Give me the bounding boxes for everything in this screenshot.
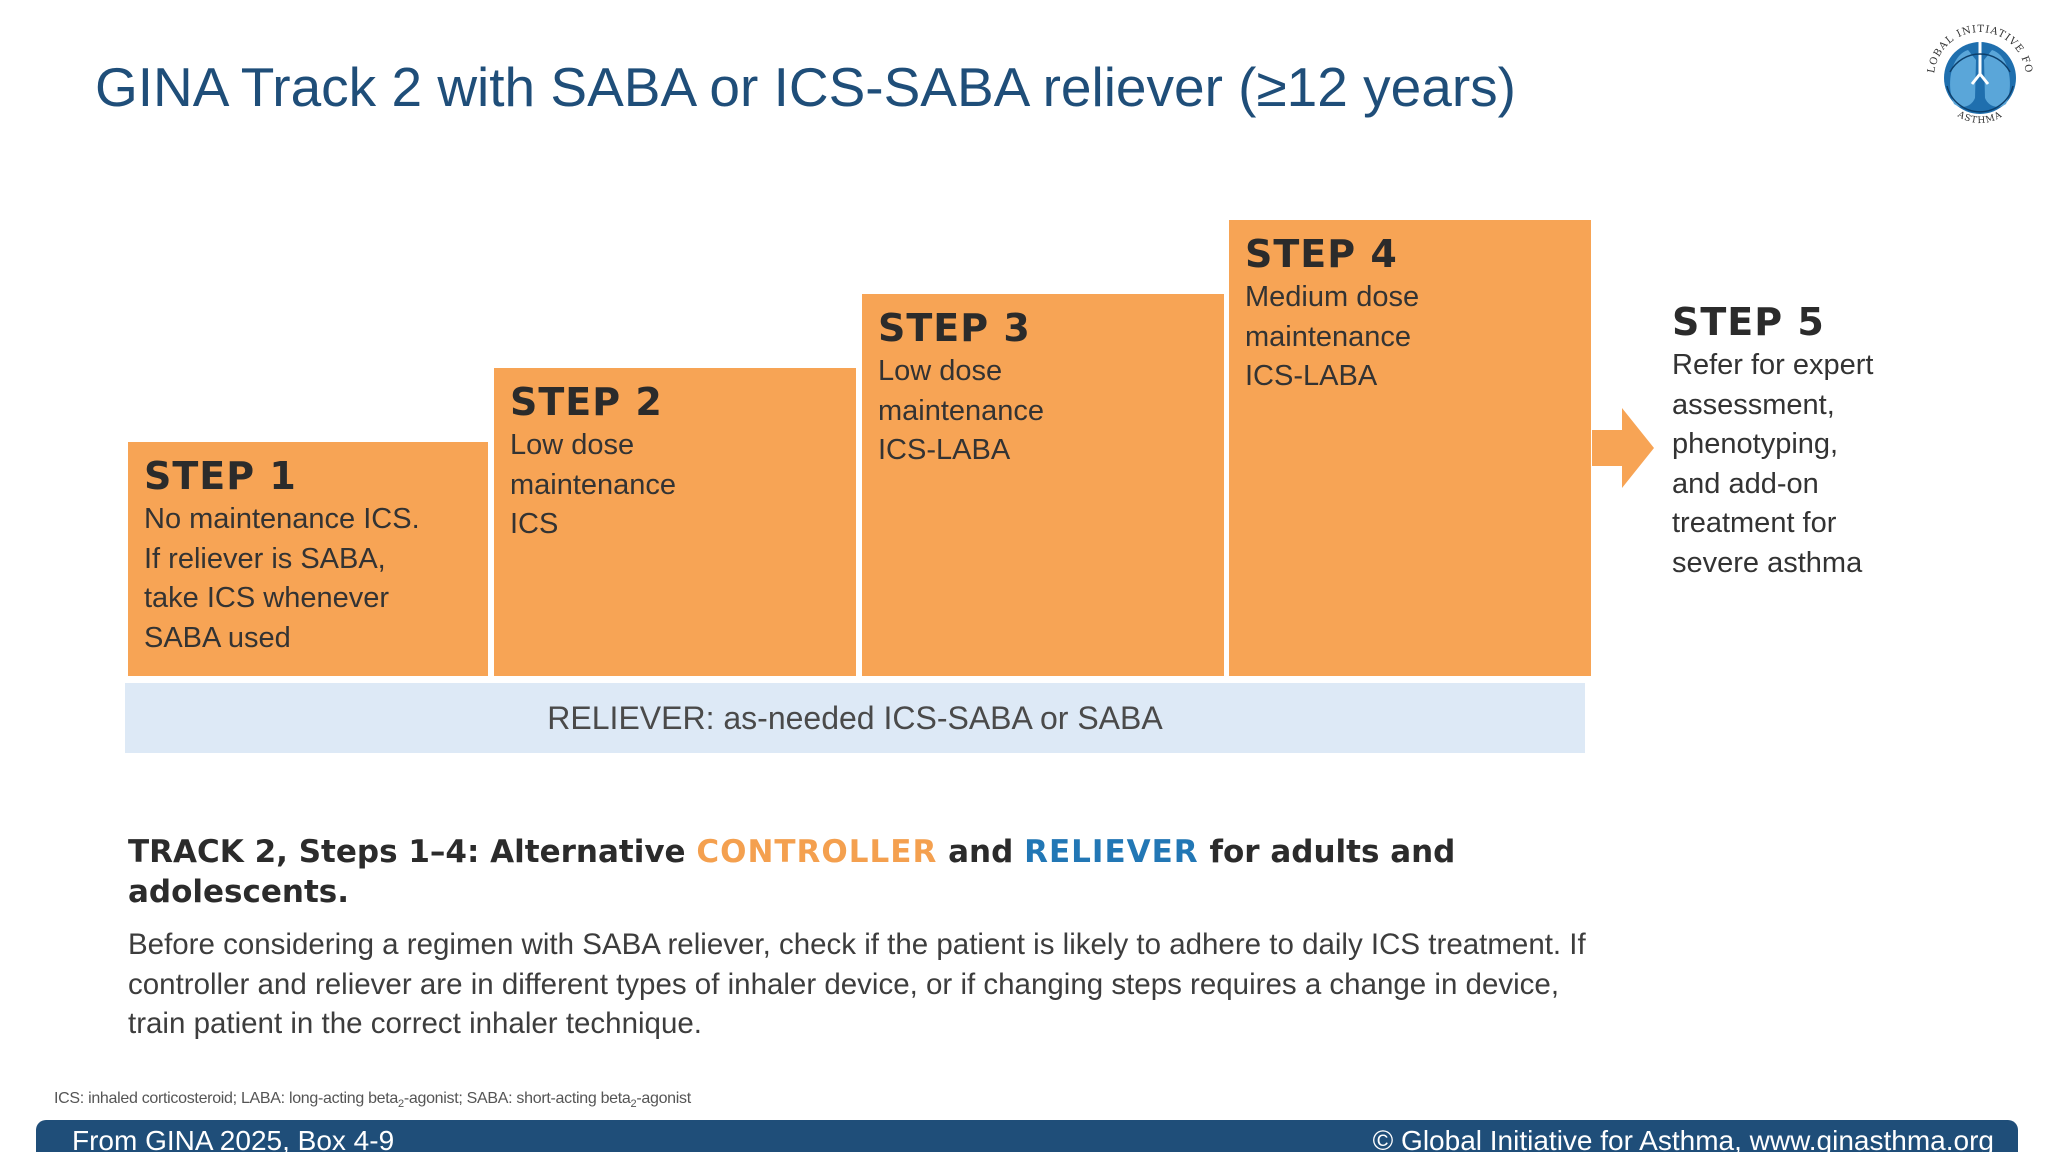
- step-3-line-1: Low dose: [878, 355, 1003, 387]
- track-heading-middle: and: [937, 834, 1025, 870]
- step-5-line-3: phenotyping,: [1672, 428, 1839, 460]
- step-3-box: STEP 3 Low dose maintenance ICS-LABA: [862, 294, 1224, 676]
- step-2-line-1: Low dose: [510, 429, 635, 461]
- track-heading-prefix: TRACK 2, Steps 1–4: Alternative: [128, 834, 697, 870]
- footnote-part-2: -agonist; SABA: short-acting beta: [403, 1090, 631, 1107]
- step-5-line-2: assessment,: [1672, 388, 1835, 421]
- step-2-line-3: ICS: [510, 508, 559, 540]
- track-heading: TRACK 2, Steps 1–4: Alternative CONTROLL…: [128, 832, 1528, 912]
- step-5-block: STEP 5 Refer for expert assessment, phen…: [1672, 300, 2012, 583]
- step-4-line-3: ICS-LABA: [1245, 360, 1378, 392]
- step-1-heading: STEP 1: [144, 454, 297, 498]
- step-2-box: STEP 2 Low dose maintenance ICS: [494, 368, 856, 676]
- track-body-text: Before considering a regimen with SABA r…: [128, 928, 1586, 1040]
- step-1-box: STEP 1 No maintenance ICS. If reliever i…: [128, 442, 488, 676]
- footnote-sub-1: 2: [398, 1098, 404, 1111]
- step-1-line-3: take ICS whenever: [144, 582, 390, 614]
- step-2-line-2: maintenance: [510, 468, 677, 501]
- reliever-bar: RELIEVER: as-needed ICS-SABA or SABA: [125, 683, 1585, 753]
- abbreviations-footnote: ICS: inhaled corticosteroid; LABA: long-…: [54, 1090, 691, 1110]
- step-4-box: STEP 4 Medium dose maintenance ICS-LABA: [1229, 220, 1591, 676]
- footnote-part-1: ICS: inhaled corticosteroid; LABA: long-…: [54, 1090, 399, 1107]
- step-5-line-1: Refer for expert: [1672, 349, 1874, 381]
- arrow-right-icon: [1592, 408, 1654, 488]
- step-5-line-4: and add-on: [1672, 467, 1819, 500]
- step-5-heading: STEP 5: [1672, 300, 1825, 344]
- step-4-line-1: Medium dose: [1245, 281, 1420, 313]
- page-title: GINA Track 2 with SABA or ICS-SABA relie…: [95, 56, 1516, 118]
- controller-highlight: CONTROLLER: [696, 834, 938, 870]
- footnote-sub-2: 2: [630, 1098, 637, 1111]
- step-5-line-5: treatment for: [1672, 507, 1837, 539]
- reliever-bar-text: RELIEVER: as-needed ICS-SABA or SABA: [547, 699, 1163, 736]
- reliever-highlight: RELIEVER: [1024, 834, 1199, 870]
- step-1-line-1: No maintenance ICS.: [144, 503, 420, 535]
- step-3-heading: STEP 3: [878, 306, 1031, 350]
- step-3-line-3: ICS-LABA: [878, 434, 1011, 466]
- footer-bar: From GINA 2025, Box 4-9 © Global Initiat…: [36, 1120, 2018, 1152]
- step-4-line-2: maintenance: [1245, 320, 1412, 353]
- gina-logo-icon: GLOBAL INITIATIVE FOR ASTHMA: [1920, 12, 2033, 126]
- footer-copyright: © Global Initiative for Asthma, www.gina…: [1372, 1125, 1994, 1152]
- step-1-line-4: SABA used: [144, 621, 291, 654]
- step-1-line-2: If reliever is SABA,: [144, 542, 386, 575]
- step-4-heading: STEP 4: [1245, 232, 1398, 276]
- track-heading-suffix: for adults and adolescents.: [128, 834, 1456, 910]
- step-3-line-2: maintenance: [878, 394, 1045, 427]
- step-5-line-6: severe asthma: [1672, 546, 1863, 579]
- footnote-part-3: -agonist: [636, 1090, 691, 1107]
- step-2-heading: STEP 2: [510, 380, 663, 424]
- footer-source: From GINA 2025, Box 4-9: [72, 1125, 395, 1152]
